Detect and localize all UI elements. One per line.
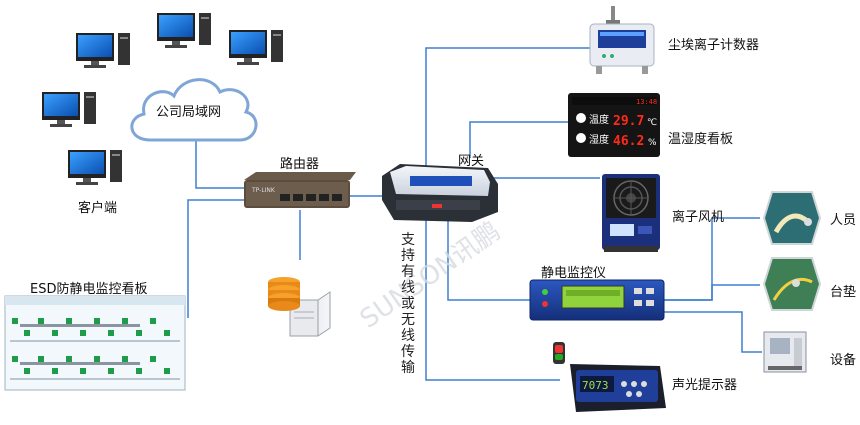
temp-label: 温度 bbox=[589, 113, 609, 126]
th-board-link bbox=[469, 121, 568, 158]
lan-cloud bbox=[130, 78, 258, 142]
database-server-icon bbox=[268, 277, 331, 337]
router-device: TP-LINK bbox=[244, 172, 356, 208]
gateway-device bbox=[382, 164, 498, 222]
transmission-label: 支持有线或无线传输 bbox=[401, 232, 415, 376]
esd-monitor-device bbox=[529, 279, 665, 321]
esd-monitor-label: 静电监控仪 bbox=[541, 266, 607, 281]
gateway-label: 网关 bbox=[458, 154, 485, 169]
equipment-icon bbox=[763, 331, 807, 373]
mat-label: 台垫 bbox=[830, 285, 857, 300]
monitor-equipment-link bbox=[664, 311, 762, 353]
th-time-readout: 13:48 bbox=[636, 98, 657, 106]
computer-icon bbox=[76, 33, 130, 68]
trunk-alarm-link bbox=[425, 215, 560, 381]
lan-router-link bbox=[195, 140, 244, 189]
monitor-mat-link bbox=[664, 284, 760, 301]
computer-icon bbox=[68, 150, 122, 185]
gateway-esd-monitor-link bbox=[447, 215, 530, 301]
watermark-text: SUNSON讯鹏 bbox=[355, 216, 506, 334]
ion-fan-label: 离子风机 bbox=[672, 210, 725, 225]
temp-unit: ℃ bbox=[647, 118, 657, 128]
dust-counter-label: 尘埃离子计数器 bbox=[668, 38, 760, 53]
hum-value: 46.2 bbox=[613, 134, 644, 149]
th-board-label: 温湿度看板 bbox=[668, 132, 734, 147]
alarm-label: 声光提示器 bbox=[672, 378, 738, 393]
router-brand-label: TP-LINK bbox=[251, 187, 276, 194]
mat-icon bbox=[762, 257, 822, 311]
temp-value: 29.7 bbox=[613, 114, 644, 129]
lan-cloud-label: 公司局域网 bbox=[156, 105, 222, 120]
dust-counter-device bbox=[589, 6, 655, 74]
computer-icon bbox=[229, 30, 283, 65]
alarm-readout: 7073 bbox=[582, 379, 609, 392]
gateway-trunk bbox=[425, 47, 590, 178]
alarm-device: 7073 bbox=[553, 342, 666, 412]
th-board-device: 13:48 温度 湿度 29.7 46.2 ℃ % bbox=[568, 93, 660, 157]
esd-board-label: ESD防静电监控看板 bbox=[30, 282, 148, 297]
equipment-label: 设备 bbox=[830, 353, 857, 368]
esd-board-screen bbox=[4, 295, 186, 391]
hum-label: 湿度 bbox=[589, 133, 609, 146]
person-label: 人员 bbox=[830, 213, 857, 228]
board-router-link bbox=[187, 199, 244, 318]
connection-lines bbox=[187, 47, 762, 381]
computer-icon bbox=[157, 13, 211, 48]
hum-unit: % bbox=[648, 138, 657, 148]
ion-fan-device bbox=[602, 174, 660, 252]
client-computers bbox=[42, 13, 283, 185]
router-label: 路由器 bbox=[280, 157, 320, 172]
client-label: 客户端 bbox=[78, 201, 118, 216]
computer-icon bbox=[42, 92, 96, 127]
person-wrist-strap-icon bbox=[762, 191, 822, 245]
